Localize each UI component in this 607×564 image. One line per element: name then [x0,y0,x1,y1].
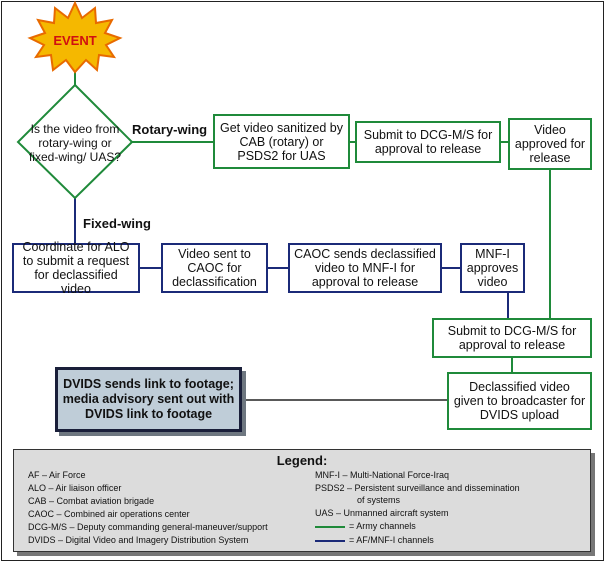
army-swatch [315,525,345,528]
box-coordinate: Coordinate for ALO to submit a request f… [12,240,140,296]
box-declassified: Declassified video given to broadcaster … [447,372,592,430]
legend-army-channels: = Army channels [315,521,416,532]
dvids-box: DVIDS sends link to footage; media advis… [55,367,242,432]
fixed-wing-label: Fixed-wing [83,216,151,231]
legend-dvids: DVIDS – Digital Video and Imagery Distri… [28,535,249,545]
legend-af-text: = AF/MNF-I channels [349,535,434,545]
legend-uas: UAS – Unmanned aircraft system [315,508,449,518]
event-starburst [27,0,123,74]
af-swatch [315,539,345,542]
legend-psds2: PSDS2 – Persistent surveillance and diss… [315,483,520,493]
legend-dcg: DCG-M/S – Deputy commanding general-mane… [28,522,268,532]
box-approved: Video approved for release [508,118,592,170]
legend-alo: ALO – Air liaison officer [28,483,122,493]
box-sent-caoc: Video sent to CAOC for declassification [161,243,268,293]
legend-psds2-cont: of systems [357,495,401,505]
box-submit-fixed: Submit to DCG-M/S for approval to releas… [432,318,592,358]
box-caoc-sends: CAOC sends declassified video to MNF-I f… [288,243,442,293]
legend-af: AF – Air Force [28,470,86,480]
decision-diamond [16,83,134,200]
legend-army-text: = Army channels [349,521,416,531]
event-label: EVENT [53,33,97,48]
legend-mnfi: MNF-I – Multi-National Force-Iraq [315,470,450,480]
legend-cab: CAB – Combat aviation brigade [28,496,155,506]
rotary-wing-label: Rotary-wing [132,122,208,137]
legend-title: Legend: [276,453,328,468]
legend-caoc: CAOC – Combined air operations center [28,509,190,519]
legend: Legend: AF – Air Force ALO – Air liaison… [13,449,591,552]
box-sanitize: Get video sanitized by CAB (rotary) or P… [213,114,350,169]
decision-text: Is the video from rotary-wing or fixed-w… [28,122,122,164]
legend-af-channels: = AF/MNF-I channels [315,535,434,546]
box-submit-rotary: Submit to DCG-M/S for approval to releas… [355,121,501,163]
box-mnfi: MNF-I approves video [460,243,525,293]
